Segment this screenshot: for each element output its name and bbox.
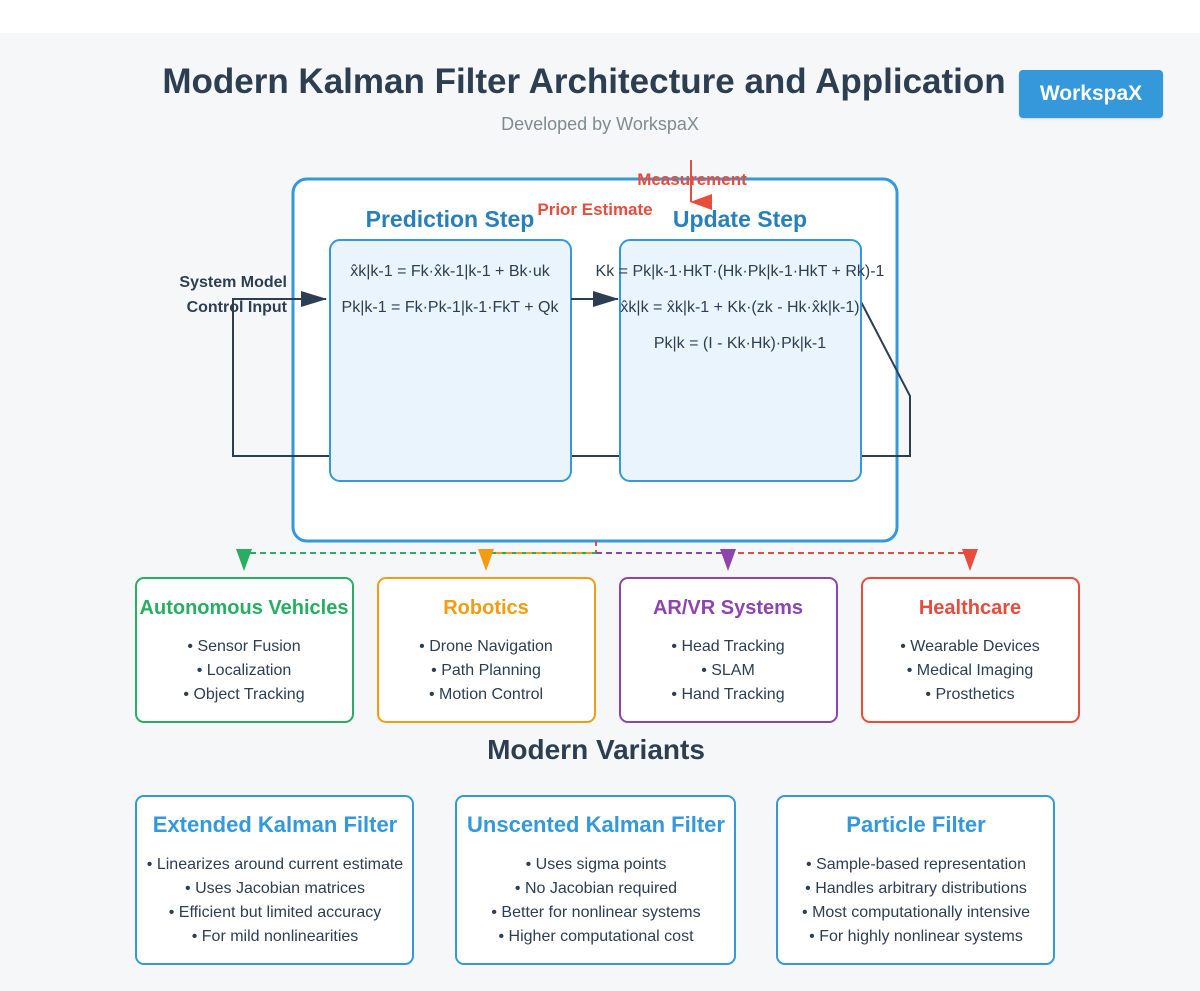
- app-card-item: • Motion Control: [429, 686, 543, 703]
- variant-card-item: • Uses sigma points: [526, 856, 667, 873]
- app-card-item: • Localization: [197, 662, 292, 679]
- variant-card-item: • Efficient but limited accuracy: [169, 904, 382, 921]
- variant-card-item: • Most computationally intensive: [802, 904, 1030, 921]
- app-card-item: • Drone Navigation: [419, 638, 553, 655]
- app-card-item: • Object Tracking: [183, 686, 304, 703]
- system-model-label: System Model: [179, 274, 287, 291]
- app-card-item: • Prosthetics: [925, 686, 1014, 703]
- page-title: Modern Kalman Filter Architecture and Ap…: [162, 62, 1005, 101]
- page-subtitle: Developed by WorkspaX: [501, 114, 699, 134]
- app-card-item: • Head Tracking: [671, 638, 784, 655]
- update-step-box: [619, 239, 862, 482]
- app-card-healthcare: Healthcare • Wearable Devices • Medical …: [861, 577, 1080, 723]
- arrowhead-robotics: [478, 549, 494, 571]
- variant-card-item: • Sample-based representation: [806, 856, 1026, 873]
- variant-card-particle: Particle Filter • Sample-based represent…: [776, 795, 1055, 965]
- arrowhead-arvr: [720, 549, 736, 571]
- measurement-label: Measurement: [637, 170, 747, 189]
- arrowhead-healthcare: [962, 549, 978, 571]
- prediction-step-title: Prediction Step: [366, 206, 535, 232]
- prediction-equation-state: x̂k|k-1 = Fk·x̂k-1|k-1 + Bk·uk: [350, 263, 550, 280]
- variant-card-item: • Higher computational cost: [498, 928, 694, 945]
- arrowhead-autonomous: [236, 549, 252, 571]
- prediction-step-box: [329, 239, 572, 482]
- app-card-item: • SLAM: [701, 662, 755, 679]
- app-card-title: Autonomous Vehicles: [140, 597, 349, 619]
- prediction-equation-covariance: Pk|k-1 = Fk·Pk-1|k-1·FkT + Qk: [342, 299, 560, 316]
- app-card-robotics: Robotics • Drone Navigation • Path Plann…: [377, 577, 596, 723]
- app-card-autonomous: Autonomous Vehicles • Sensor Fusion • Lo…: [135, 577, 354, 723]
- variant-card-item: • Better for nonlinear systems: [491, 904, 700, 921]
- app-card-item: • Wearable Devices: [900, 638, 1040, 655]
- update-step-title: Update Step: [673, 206, 807, 232]
- variant-card-title: Unscented Kalman Filter: [467, 812, 725, 837]
- app-card-item: • Hand Tracking: [671, 686, 784, 703]
- update-equation-state: x̂k|k = x̂k|k-1 + Kk·(zk - Hk·x̂k|k-1): [620, 299, 859, 316]
- app-card-item: • Path Planning: [431, 662, 541, 679]
- control-input-label: Control Input: [187, 299, 288, 316]
- app-card-item: • Sensor Fusion: [187, 638, 300, 655]
- variant-card-item: • For highly nonlinear systems: [809, 928, 1023, 945]
- variant-card-ukf: Unscented Kalman Filter • Uses sigma poi…: [455, 795, 736, 965]
- variant-card-item: • Uses Jacobian matrices: [185, 880, 365, 897]
- variants-heading: Modern Variants: [487, 734, 705, 765]
- variant-card-title: Particle Filter: [846, 812, 986, 837]
- variant-card-item: • No Jacobian required: [515, 880, 677, 897]
- app-card-title: Robotics: [443, 597, 529, 619]
- variant-card-item: • Linearizes around current estimate: [147, 856, 404, 873]
- variant-card-ekf: Extended Kalman Filter • Linearizes arou…: [135, 795, 414, 965]
- app-card-title: Healthcare: [919, 597, 1021, 619]
- app-card-title: AR/VR Systems: [653, 597, 803, 619]
- workspax-badge-button[interactable]: WorkspaX: [1019, 70, 1163, 118]
- app-card-arvr: AR/VR Systems • Head Tracking • SLAM • H…: [619, 577, 838, 723]
- prior-estimate-label: Prior Estimate: [537, 200, 652, 219]
- variant-card-title: Extended Kalman Filter: [153, 812, 398, 837]
- variant-card-item: • For mild nonlinearities: [192, 928, 359, 945]
- update-equation-covariance: Pk|k = (I - Kk·Hk)·Pk|k-1: [654, 335, 826, 352]
- variant-card-item: • Handles arbitrary distributions: [805, 880, 1027, 897]
- app-card-item: • Medical Imaging: [907, 662, 1034, 679]
- update-equation-gain: Kk = Pk|k-1·HkT·(Hk·Pk|k-1·HkT + Rk)-1: [596, 263, 885, 280]
